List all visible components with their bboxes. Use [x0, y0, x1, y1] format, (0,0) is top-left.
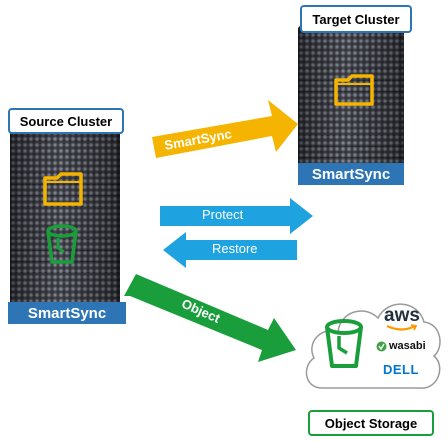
folder-icon [334, 74, 374, 106]
restore-arrow-label: Restore [212, 241, 258, 256]
dell-logo: DELL [383, 362, 419, 377]
protect-arrow-label: Protect [202, 207, 244, 222]
backup-arrow [124, 274, 296, 362]
restore-arrow [163, 232, 297, 268]
target-smartsync-bar: SmartSync [298, 163, 404, 185]
object-storage-label: Object Storage [308, 410, 434, 436]
bucket-icon [46, 224, 78, 264]
source-cluster-rack [10, 130, 120, 308]
source-cluster-label: Source Cluster [8, 108, 124, 134]
wasabi-logo: wasabi [376, 340, 426, 352]
folder-icon [43, 172, 83, 206]
smartsync-arrow [152, 100, 298, 158]
aws-logo: aws [382, 306, 422, 332]
target-cluster-label: Target Cluster [300, 5, 412, 33]
target-cluster-rack [298, 26, 404, 178]
bucket-icon [325, 319, 363, 368]
source-smartsync-bar: SmartSync [8, 302, 126, 324]
protect-arrow [160, 198, 313, 234]
